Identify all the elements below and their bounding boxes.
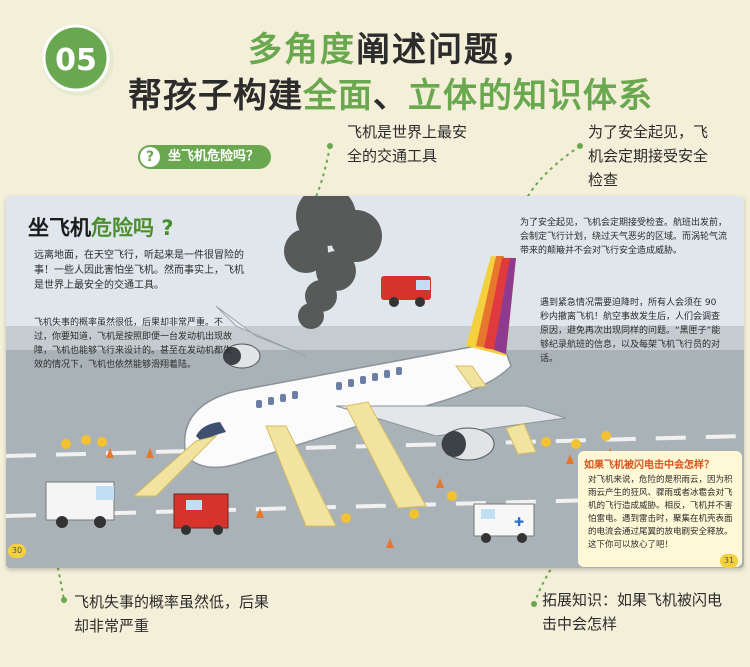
white-van <box>45 481 115 528</box>
info-box-title: 如果飞机被闪电击中会怎样？ <box>584 460 714 471</box>
section-tag: 坐飞机危险吗？ <box>138 145 272 169</box>
section-tag-label: 坐飞机危险吗？ <box>168 149 260 164</box>
page-title: 坐飞机危险吗 ? <box>28 212 174 242</box>
page-title-highlight: 危险吗 <box>91 216 154 240</box>
book-page: ✚ <box>6 196 744 568</box>
chapter-badge: 05 <box>42 24 114 96</box>
red-ambulance <box>173 493 229 535</box>
headline-rest: 阐述问题， <box>356 30 536 70</box>
info-box <box>578 451 742 567</box>
question-icon: ? <box>140 147 160 167</box>
headline-line2: 帮孩子构建全面、立体的知识体系 <box>128 68 653 117</box>
intro-paragraph: 远离地面，在天空飞行，听起来是一件很冒险的事！一些人因此害怕坐飞机。然而事实上，… <box>34 250 244 291</box>
callout-lightning: 拓展知识：如果飞机被闪电击中会怎样 <box>542 591 723 633</box>
page-number-right: 31 <box>720 554 738 568</box>
callout-accident-consequence: 飞机失事的概率虽然低，后果却非常严重 <box>74 593 270 635</box>
badge-number: 05 <box>55 43 97 78</box>
callout-safety-inspection: 为了安全起见，飞机会定期接受安全检查 <box>588 123 709 189</box>
white-ambulance: ✚ <box>473 503 535 543</box>
headline-prefix: 帮孩子构建 <box>128 76 303 116</box>
headline-highlight-2: 立体的知识体系 <box>408 76 653 116</box>
info-box-body: 对飞机来说，危险的是积雨云，因为积雨云产生的狂风、骤雨或者冰雹会对飞机的飞行造成… <box>588 475 733 550</box>
callout-safest-transport: 飞机是世界上最安全的交通工具 <box>347 123 468 165</box>
headline-highlight-1: 全面 <box>303 76 373 116</box>
accident-paragraph: 飞机失事的概率虽然很低，后果却非常严重。不过，你要知道，飞机是按照即便一台发动机… <box>34 318 233 370</box>
page-title-question-icon: ? <box>161 216 174 240</box>
page-title-prefix: 坐飞机 <box>28 216 91 240</box>
headline-highlight: 多角度 <box>248 30 356 70</box>
page-number-left: 30 <box>8 544 26 558</box>
inspection-paragraph: 为了安全起见，飞机会定期接受检查。航班出发前，会制定飞行计划，绕过天气恶劣的区域… <box>520 218 728 256</box>
svg-text:✚: ✚ <box>514 515 524 529</box>
fire-truck <box>381 276 431 307</box>
tail-fin <box>466 256 516 356</box>
headline-mid: 、 <box>373 76 408 116</box>
engine <box>223 343 495 461</box>
emergency-paragraph: 遇到紧急情况需要迫降时，所有人会须在 90 秒内撤离飞机！航空事故发生后，人们会… <box>540 298 721 364</box>
headline-line1: 多角度阐述问题， <box>248 22 536 71</box>
airport-illustration: ✚ <box>6 196 744 568</box>
smoke-cloud <box>284 196 382 329</box>
evacuation-slides <box>132 365 537 527</box>
